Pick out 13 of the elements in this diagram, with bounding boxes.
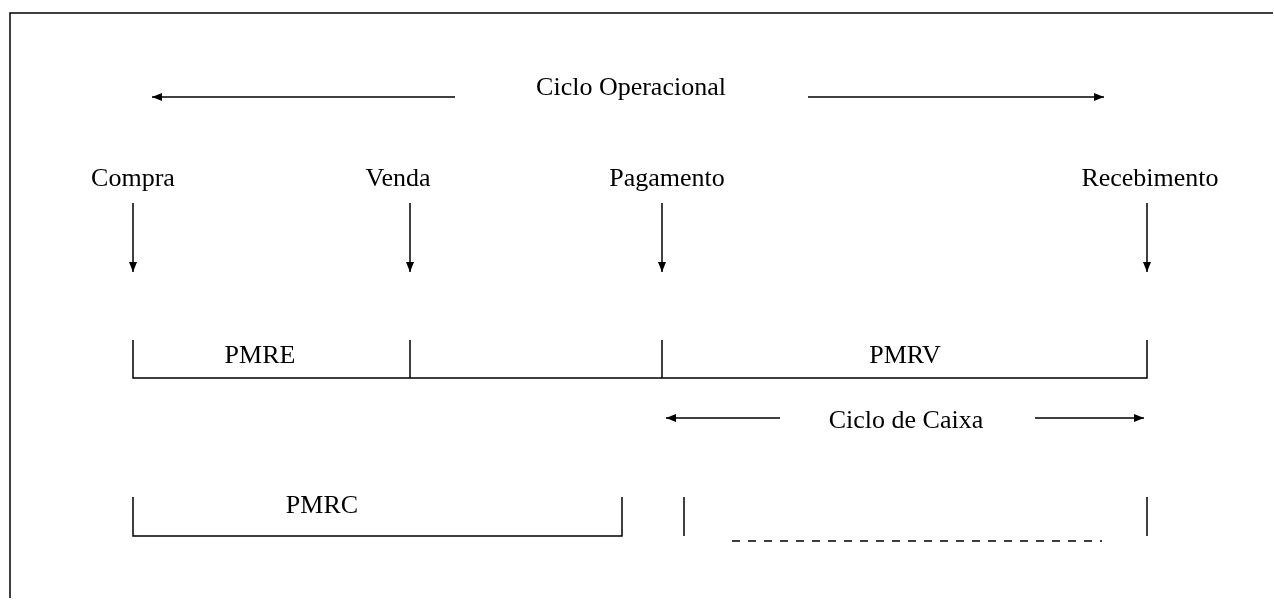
event-label: Compra <box>91 163 175 193</box>
arrow <box>1143 202 1151 273</box>
period-label: PMRV <box>869 340 941 370</box>
event-label: Pagamento <box>609 163 725 193</box>
arrow <box>406 202 414 273</box>
cycle-label: Ciclo Operacional <box>536 72 726 102</box>
period-label: PMRC <box>285 490 359 520</box>
event-label: Recebimento <box>1081 163 1219 193</box>
cycle-label: Ciclo de Caixa <box>828 405 984 435</box>
arrow <box>658 202 666 273</box>
arrow <box>129 202 137 273</box>
event-label: Venda <box>365 163 431 193</box>
period-label: PMRE <box>224 340 296 370</box>
